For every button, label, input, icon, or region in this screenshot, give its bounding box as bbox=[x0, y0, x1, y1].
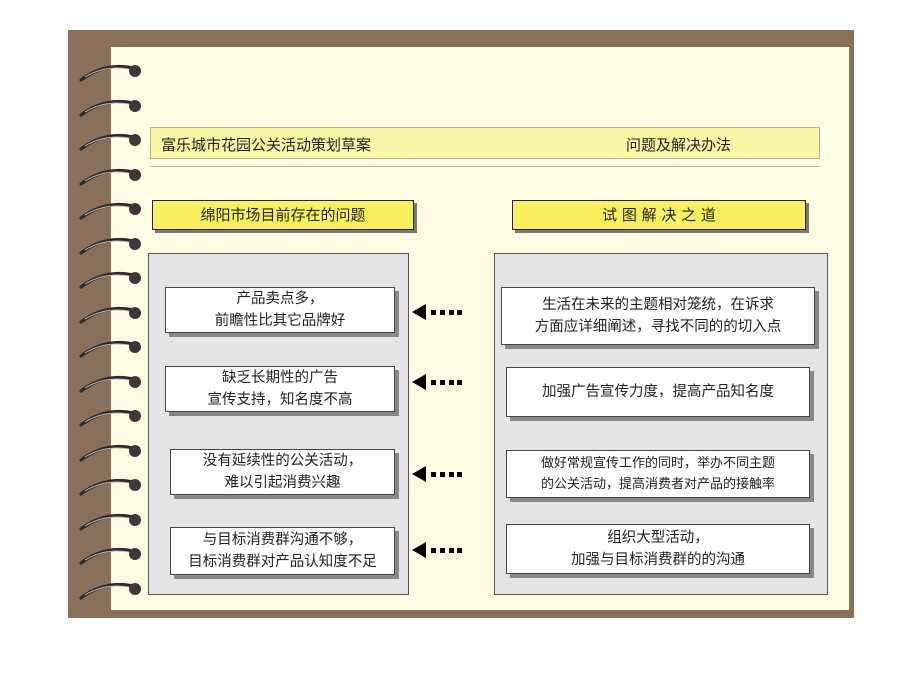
title-bar: 富乐城市花园公关活动策划草案 问题及解决办法 bbox=[150, 127, 820, 159]
solution-1-line-1: 生活在未来的主题相对笼统，在诉求 bbox=[542, 297, 774, 313]
spiral-ring-icon bbox=[79, 547, 141, 565]
solution-box-2: 加强广告宣传力度，提高产品知名度 bbox=[506, 367, 810, 417]
solution-3-line-2: 的公关活动，提高消费者对产品的接触率 bbox=[540, 477, 775, 492]
solution-box-4: 组织大型活动， 加强与目标消费群的的沟通 bbox=[506, 524, 810, 574]
spiral-ring-icon bbox=[79, 237, 141, 255]
left-column-heading: 绵阳市场目前存在的问题 bbox=[152, 200, 414, 230]
spiral-ring-icon bbox=[79, 444, 141, 462]
spiral-ring-icon bbox=[79, 271, 141, 289]
spiral-ring-icon bbox=[79, 582, 141, 600]
left-dotted-arrow-icon bbox=[412, 304, 462, 320]
left-dotted-arrow-icon bbox=[412, 374, 462, 390]
solution-box-3: 做好常规宣传工作的同时，举办不同主题 的公关活动，提高消费者对产品的接触率 bbox=[506, 450, 810, 498]
problem-3-line-2: 难以引起消费兴趣 bbox=[224, 475, 341, 491]
solution-3-line-1: 做好常规宣传工作的同时，举办不同主题 bbox=[540, 456, 775, 471]
page-title: 富乐城市花园公关活动策划草案 bbox=[161, 136, 372, 154]
problem-2-line-1: 缺乏长期性的广告 bbox=[222, 370, 338, 386]
spiral-ring-icon bbox=[79, 409, 141, 427]
spiral-ring-icon bbox=[79, 64, 141, 82]
spiral-ring-icon bbox=[79, 168, 141, 186]
problem-1-line-2: 前瞻性比其它品牌好 bbox=[214, 313, 346, 329]
left-dotted-arrow-icon bbox=[412, 466, 462, 482]
spiral-ring-icon bbox=[79, 202, 141, 220]
solution-2-line-1: 加强广告宣传力度，提高产品知名度 bbox=[542, 384, 774, 400]
spiral-ring-icon bbox=[79, 478, 141, 496]
problem-box-4: 与目标消费群沟通不够， 目标消费群对产品认知度不足 bbox=[170, 527, 395, 575]
solution-4-line-1: 组织大型活动， bbox=[607, 530, 709, 546]
problem-2-line-2: 宣传支持，知名度不高 bbox=[207, 392, 353, 408]
solution-box-1: 生活在未来的主题相对笼统，在诉求 方面应详细阐述，寻找不同的的切入点 bbox=[501, 287, 815, 345]
spiral-ring-icon bbox=[79, 99, 141, 117]
problem-box-2: 缺乏长期性的广告 宣传支持，知名度不高 bbox=[165, 366, 395, 412]
spiral-ring-icon bbox=[79, 375, 141, 393]
spiral-ring-icon bbox=[79, 513, 141, 531]
solution-1-line-2: 方面应详细阐述，寻找不同的的切入点 bbox=[534, 319, 782, 335]
spiral-ring-icon bbox=[79, 133, 141, 151]
right-column-heading: 试 图 解 决 之 道 bbox=[512, 200, 806, 230]
divider bbox=[150, 166, 820, 167]
problem-1-line-1: 产品卖点多， bbox=[236, 291, 324, 307]
spiral-ring-icon bbox=[79, 306, 141, 324]
problem-3-line-1: 没有延续性的公关活动， bbox=[202, 453, 363, 469]
section-title: 问题及解决办法 bbox=[626, 136, 732, 154]
problem-4-line-1: 与目标消费群沟通不够， bbox=[202, 532, 363, 548]
problem-4-line-2: 目标消费群对产品认知度不足 bbox=[188, 554, 377, 570]
spiral-ring-icon bbox=[79, 340, 141, 358]
solution-4-line-2: 加强与目标消费群的的沟通 bbox=[571, 552, 745, 568]
problem-box-1: 产品卖点多， 前瞻性比其它品牌好 bbox=[165, 287, 395, 333]
problem-box-3: 没有延续性的公关活动， 难以引起消费兴趣 bbox=[170, 449, 395, 495]
left-dotted-arrow-icon bbox=[412, 542, 462, 558]
